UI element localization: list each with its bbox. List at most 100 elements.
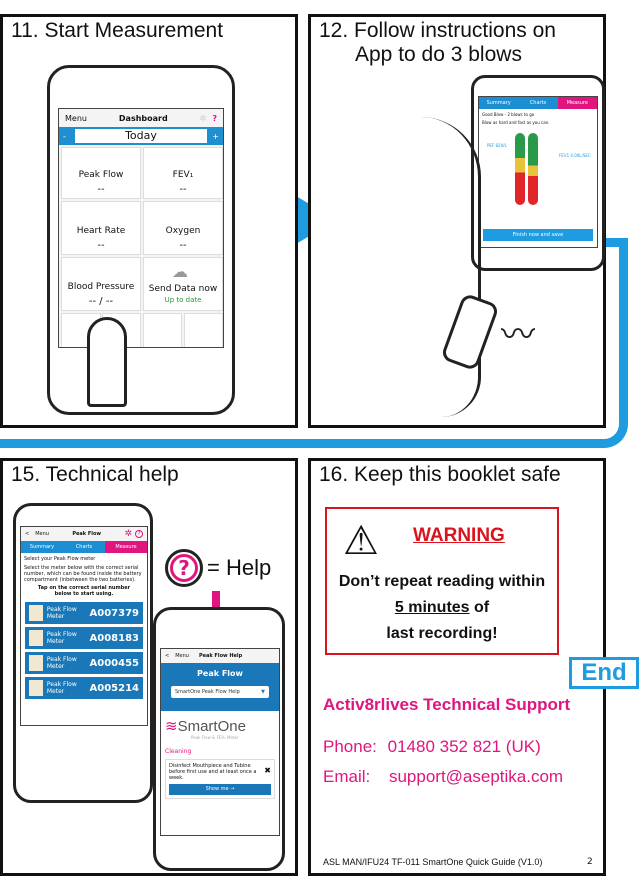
tab-charts[interactable]: Charts — [518, 97, 558, 109]
tile-label: Peak Flow — [78, 170, 124, 180]
tile-label: Oxygen — [165, 226, 201, 236]
tile-oxygen[interactable]: Oxygen-- — [143, 201, 223, 255]
tile-peak-flow[interactable]: Peak Flow -- — [61, 147, 141, 199]
help-icon[interactable]: ? — [134, 530, 143, 538]
air-swirls-icon: 〰 — [501, 315, 535, 355]
peak-flow-meter-icon — [29, 630, 43, 646]
show-me-button[interactable]: Show me → — [169, 784, 271, 795]
help-topic-select[interactable]: SmartOne Peak Flow Help▼ — [171, 686, 269, 698]
tile-label: Blood Pressure — [67, 282, 135, 292]
end-badge: End — [569, 657, 639, 689]
phone-number[interactable]: 01480 352 821 (UK) — [387, 737, 541, 756]
meter-item[interactable]: Peak Flow Meter A007379 — [25, 602, 143, 624]
menu-button[interactable]: Menu — [175, 653, 189, 659]
screen-title: Dashboard — [118, 113, 168, 123]
tile-value: -- — [179, 184, 187, 195]
warning-line: last recording! — [386, 625, 498, 642]
smartone-logo-icon: ≋ — [165, 718, 178, 735]
tile-send-data[interactable]: ☁ Send Data now Up to date — [143, 257, 223, 311]
device-oximeter[interactable] — [143, 313, 182, 347]
next-day-button[interactable]: + — [212, 131, 219, 141]
section-heading: Cleaning — [165, 748, 192, 755]
meter-name: Peak Flow Meter — [46, 631, 77, 645]
finish-save-button[interactable]: Finish now and save — [483, 229, 593, 241]
peak-flow-meter-icon — [29, 605, 43, 621]
back-button[interactable]: < — [25, 531, 30, 537]
meter-name: Peak Flow Meter — [46, 681, 77, 695]
fev1-label: FEV1 4.00L/SEC — [559, 153, 591, 158]
tab-measure[interactable]: Measure — [105, 541, 147, 553]
tap-instruction: Tap on the correct serial number below t… — [37, 585, 131, 597]
help-label: = Help — [207, 555, 272, 580]
flow-connector-line — [0, 238, 628, 448]
person-blowing-illustration — [371, 117, 481, 417]
tile-value: -- — [97, 240, 105, 251]
prev-day-button[interactable]: - — [63, 131, 66, 141]
tile-label: Send Data now — [148, 284, 218, 294]
screen-title: Peak Flow Help — [198, 653, 243, 659]
email-address[interactable]: support@aseptika.com — [388, 767, 564, 786]
cloud-upload-icon: ☁ — [172, 262, 188, 281]
back-button[interactable]: < — [165, 653, 170, 659]
page-number: 2 — [587, 857, 593, 867]
sync-status: Up to date — [164, 296, 202, 304]
tile-fev1[interactable]: FEV₁-- — [143, 147, 223, 199]
meter-serial: A007379 — [89, 607, 140, 619]
help-icon[interactable]: ? — [212, 113, 217, 123]
tab-summary[interactable]: Summary — [21, 541, 63, 553]
phone-illustration: Menu Dashboard ✲ ? - Today + Peak Flow --… — [47, 65, 235, 415]
warning-line: Don’t repeat reading within — [338, 573, 546, 590]
device-scale[interactable] — [184, 313, 223, 347]
date-field[interactable]: Today — [75, 129, 207, 143]
tapping-hand-icon — [87, 317, 127, 407]
tile-blood-pressure[interactable]: Blood Pressure -- / -- — [61, 257, 141, 311]
step-title-line2: App to do 3 blows — [355, 43, 522, 66]
blow-status: Good Blow - 2 blows to go — [482, 112, 535, 117]
tab-charts[interactable]: Charts — [63, 541, 105, 553]
meter-name: Peak Flow Meter — [46, 606, 77, 620]
blow-instruction: Blow as hard and fast as you can. — [482, 120, 550, 125]
menu-button[interactable]: Menu — [35, 531, 49, 537]
pef-gauge — [515, 133, 525, 205]
warning-title: WARNING — [413, 525, 505, 546]
peak-flow-meter-icon — [29, 655, 43, 671]
step-16-panel: 16. Keep this booklet safe ⚠ WARNING Don… — [308, 458, 639, 876]
dashboard-screen: Menu Dashboard ✲ ? - Today + Peak Flow --… — [58, 108, 224, 348]
warning-box: ⚠ WARNING Don’t repeat reading within 5 … — [325, 507, 559, 655]
tile-heart-rate[interactable]: Heart Rate-- — [61, 201, 141, 255]
gear-icon[interactable]: ✲ — [124, 529, 132, 539]
step-15-panel: 15. Technical help < Menu Peak Flow ✲ ? … — [0, 458, 298, 876]
meter-item[interactable]: Peak Flow Meter A000455 — [25, 652, 143, 674]
tile-value: -- — [97, 184, 105, 195]
card-text: Disinfect Mouthpiece and Tubine before f… — [169, 763, 257, 781]
menu-button[interactable]: Menu — [65, 113, 87, 123]
instructions-text: Select the meter below with the correct … — [24, 565, 142, 583]
brand-logo: SmartOne — [177, 718, 246, 735]
step-title: 11. Start Measurement — [11, 19, 224, 42]
step-title: 16. Keep this booklet safe — [319, 463, 561, 486]
screen-title: Peak Flow — [72, 531, 102, 537]
flow-connector-top — [596, 238, 628, 247]
meter-name: Peak Flow Meter — [46, 656, 77, 670]
tab-measure[interactable]: Measure — [557, 97, 597, 109]
tile-value: -- / -- — [88, 296, 114, 307]
section-heading: Select your Peak Flow meter — [24, 556, 96, 562]
warning-triangle-icon: ⚠ — [343, 519, 379, 563]
gear-icon[interactable]: ✲ — [199, 113, 207, 123]
dropdown-arrow-icon: ▼ — [261, 689, 265, 695]
tab-summary[interactable]: Summary — [479, 97, 519, 109]
support-title: Activ8rlives Technical Support — [323, 695, 571, 714]
help-icon-callout: ? — [165, 549, 203, 587]
step-11-panel: 11. Start Measurement Menu Dashboard ✲ ?… — [0, 14, 298, 428]
close-icon[interactable]: ✖ — [264, 766, 271, 775]
warning-emphasis: 5 minutes — [394, 599, 470, 616]
email-label: Email: — [323, 767, 371, 786]
meter-serial: A000455 — [89, 657, 140, 669]
step-title: 15. Technical help — [11, 463, 179, 486]
